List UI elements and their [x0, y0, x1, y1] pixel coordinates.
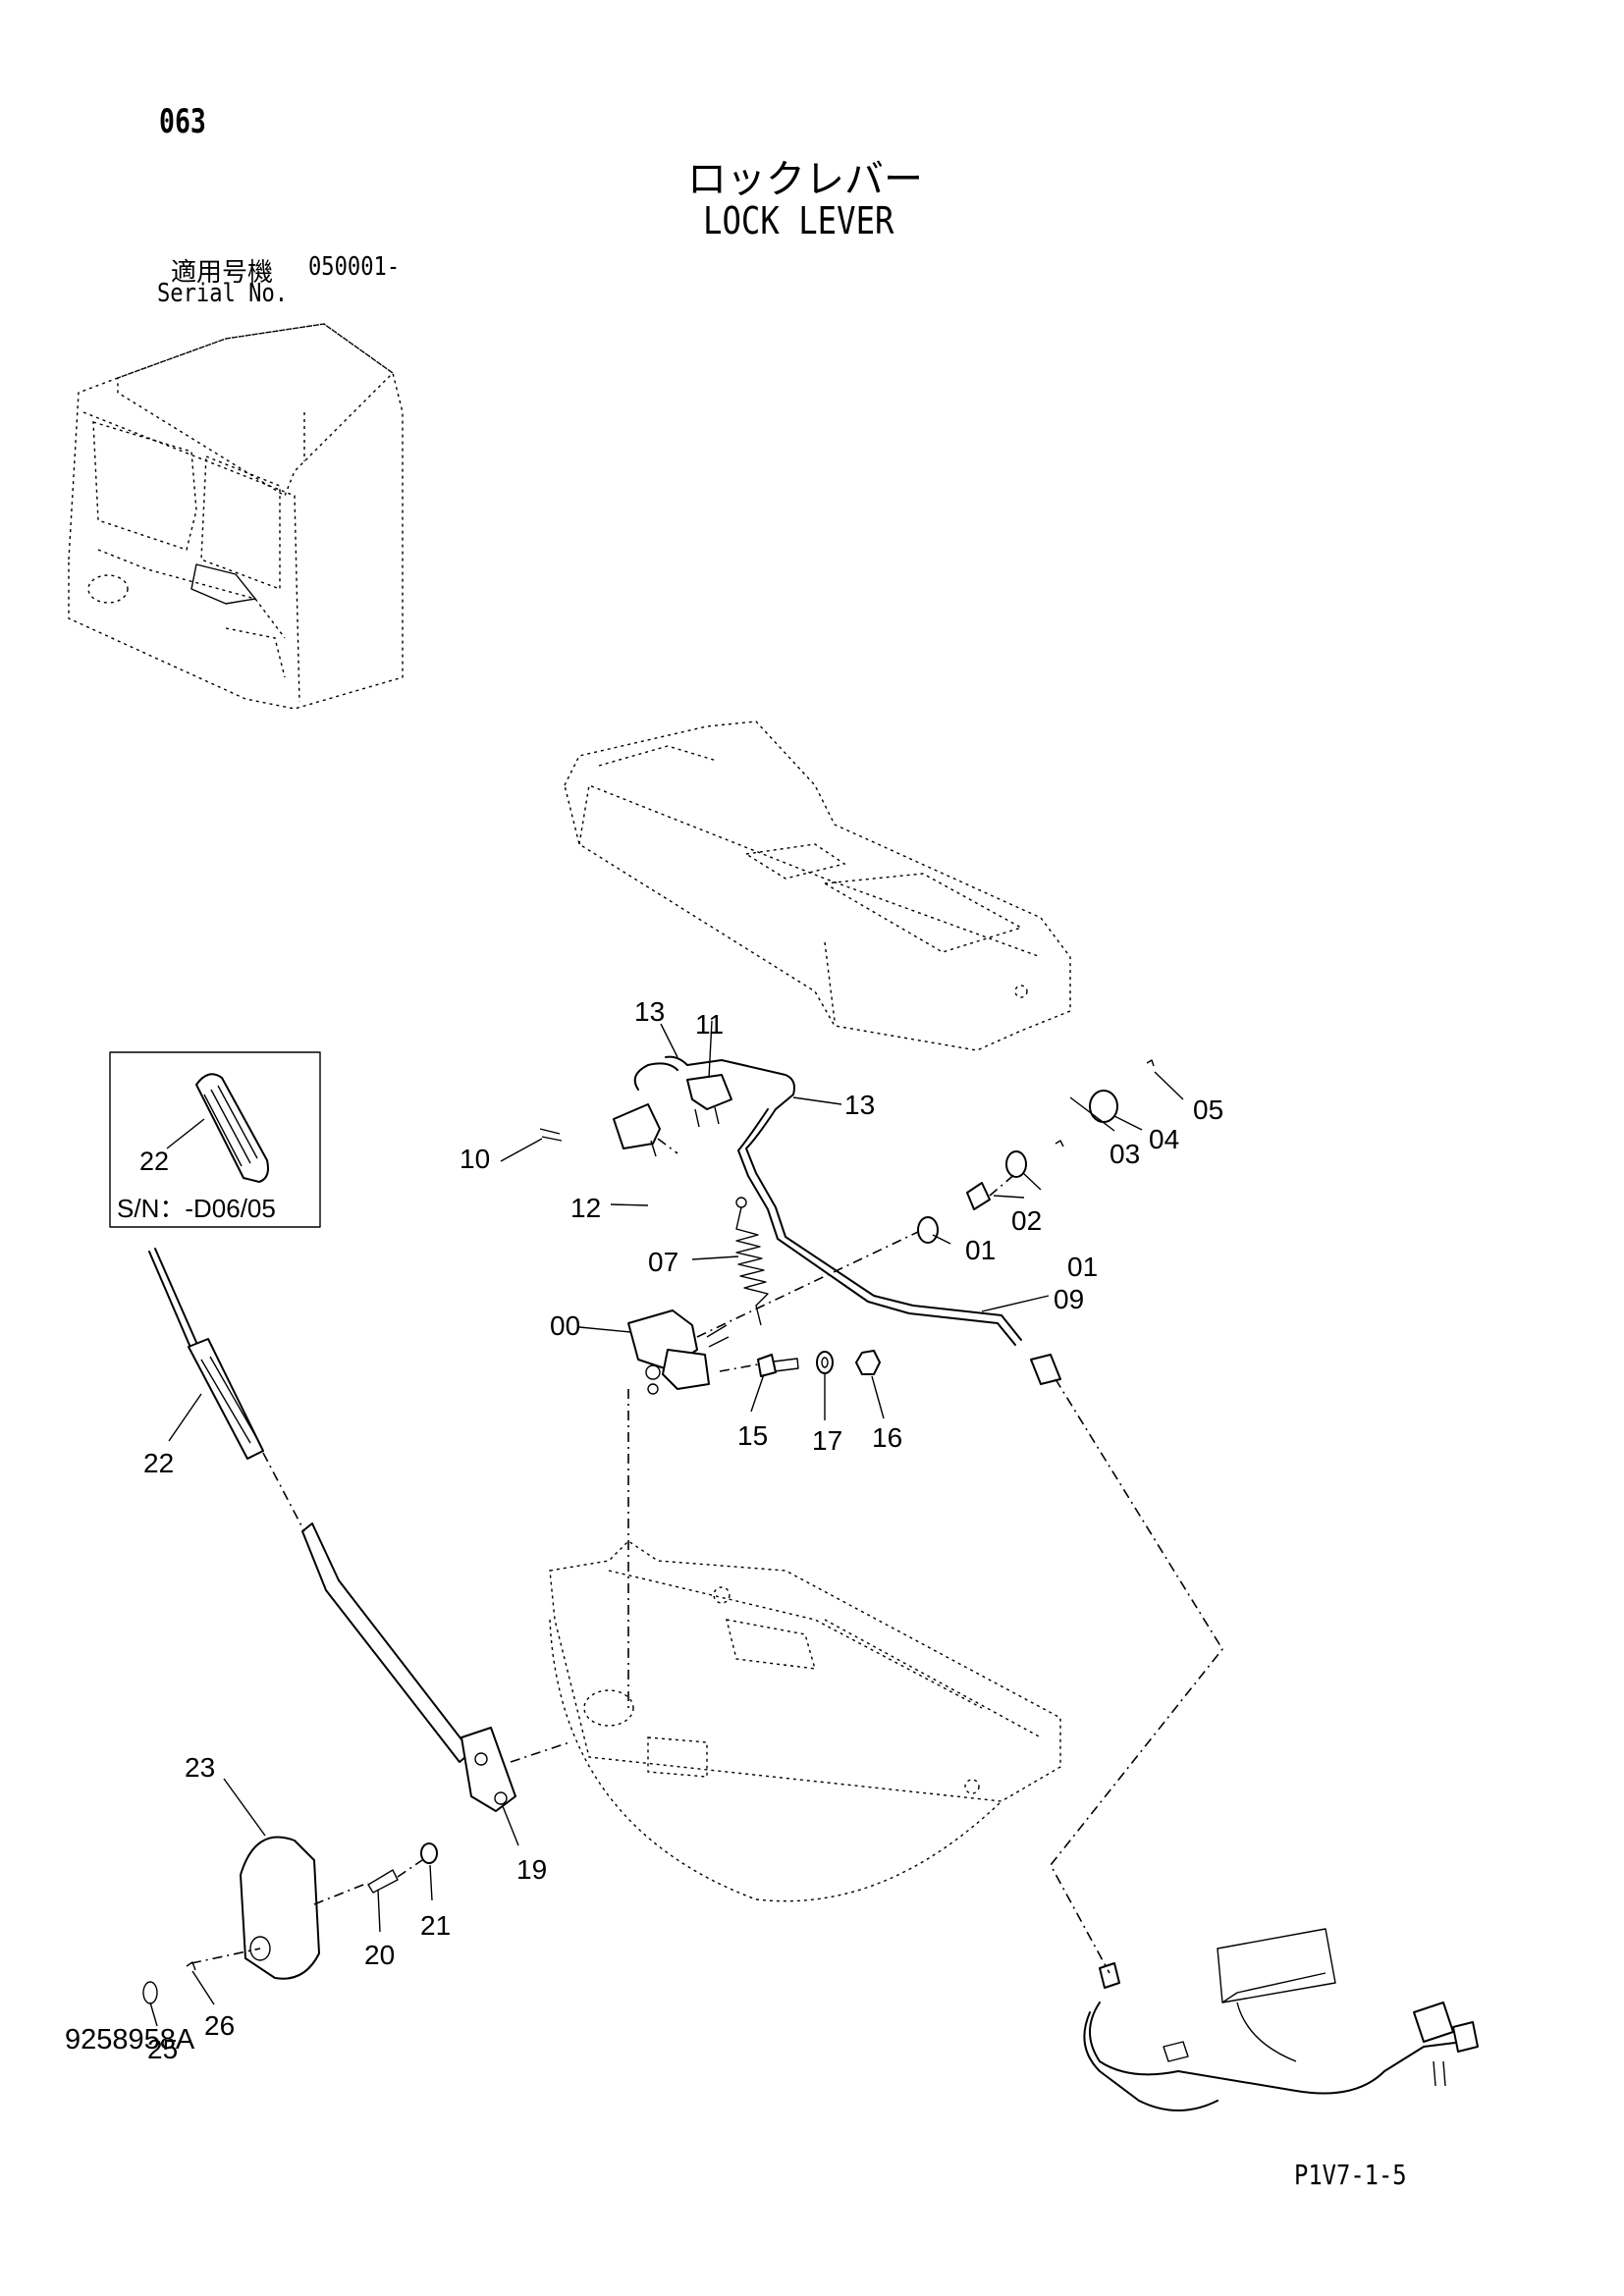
callout-01-lower: 01: [965, 1235, 996, 1265]
lower-console: [549, 1540, 1061, 1902]
inset-grip-box: 22 S/N：-D06/05: [109, 1051, 321, 1228]
title-english: LOCK LEVER: [703, 199, 894, 242]
callout-17: 17: [812, 1425, 842, 1456]
inset-callout-22: 22: [139, 1147, 169, 1176]
lock-lever-rod: [148, 1248, 516, 1812]
callout-25: 25: [147, 2034, 178, 2064]
serial-range: 050001-: [308, 252, 401, 282]
callout-11: 11: [695, 1009, 724, 1040]
lever-cover: [142, 1836, 438, 2004]
callout-03: 03: [1110, 1139, 1140, 1169]
pivot-parts: [917, 1059, 1155, 1244]
drawing-number: 9258958A: [65, 2024, 195, 2056]
title-japanese: ロックレバー: [687, 157, 923, 202]
serial-label-japanese: 適用号機: [171, 258, 274, 288]
callout-23: 23: [185, 1752, 215, 1783]
callout-07: 07: [648, 1247, 678, 1277]
callout-15: 15: [737, 1420, 768, 1451]
callout-10: 10: [460, 1144, 490, 1174]
callout-13-left: 13: [634, 996, 665, 1027]
serial-label-english: Serial No.: [157, 279, 289, 308]
callout-26: 26: [204, 2010, 235, 2041]
callout-22: 22: [143, 1448, 174, 1478]
wire-harness: [1083, 1928, 1479, 2111]
callout-02: 02: [1011, 1205, 1042, 1236]
lever-lock-switch: [627, 1309, 730, 1395]
callout-09: 09: [1054, 1284, 1084, 1314]
callout-05: 05: [1193, 1095, 1223, 1125]
part-callouts: 00 01 01 02 03 04 05 07 09 10 11 12 13 1…: [143, 996, 1223, 2064]
switch-bracket-assembly: [539, 1055, 1061, 1385]
console-cover: [564, 721, 1071, 1051]
page-number: 063: [159, 102, 206, 141]
assembly-guide-lines: [190, 1138, 1223, 1974]
callout-20: 20: [364, 1940, 395, 1970]
callout-04: 04: [1149, 1124, 1179, 1154]
leader-lines: [149, 1020, 1184, 2027]
callout-00: 00: [550, 1310, 580, 1341]
callout-01-upper: 01: [1067, 1252, 1098, 1282]
cab-overview-illustration: [68, 323, 404, 710]
pin-washer-nut: [757, 1350, 881, 1377]
callout-12: 12: [570, 1193, 601, 1223]
inset-serial-note: S/N：-D06/05: [117, 1194, 276, 1223]
page-code: P1V7-1-5: [1294, 2159, 1407, 2191]
callout-19: 19: [516, 1854, 547, 1885]
callout-13-right: 13: [844, 1090, 875, 1120]
callout-16: 16: [872, 1422, 902, 1453]
callout-21: 21: [420, 1910, 451, 1941]
